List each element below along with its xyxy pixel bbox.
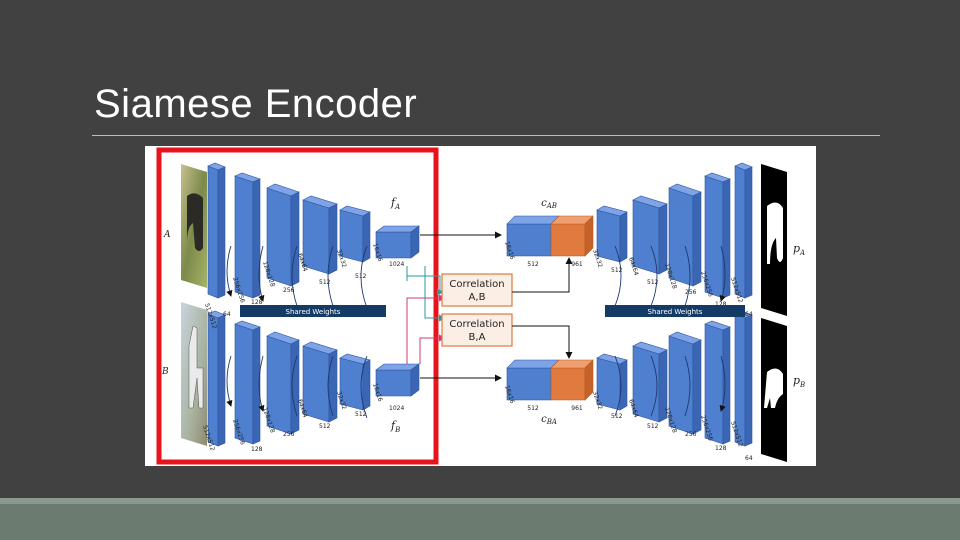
shared-weights-bar-left: Shared Weights bbox=[240, 305, 386, 317]
decoder-a-channel-labels: 512 512 256 128 64 bbox=[611, 267, 753, 318]
enc-b-ch-512b: 512 bbox=[355, 411, 367, 418]
encoder-b-channel-labels: 128 256 512 512 1024 bbox=[251, 405, 404, 453]
enc-a-ch-512a: 512 bbox=[319, 279, 331, 286]
correlation-ab-line1: Correlation bbox=[449, 279, 504, 290]
encoder-skip-arcs bbox=[226, 245, 368, 419]
correlation-box-ab: Correlation A,B bbox=[441, 273, 513, 307]
dec-b-ch-128: 128 bbox=[715, 445, 727, 452]
correlation-ba-line1: Correlation bbox=[449, 319, 504, 330]
corr-block-ba bbox=[506, 359, 594, 401]
enc-b-ch-1024: 1024 bbox=[389, 405, 404, 412]
enc-a-ch-512b: 512 bbox=[355, 273, 367, 280]
enc-b-ch-512a: 512 bbox=[319, 423, 331, 430]
output-mask-b bbox=[761, 318, 787, 462]
footer-band bbox=[0, 504, 960, 540]
shared-weights-bar-right: Shared Weights bbox=[605, 305, 745, 317]
output-label-pa: pA bbox=[793, 242, 805, 257]
output-label-pb: pB bbox=[793, 374, 805, 389]
decoder-b-channel-labels: 512 512 256 128 64 bbox=[611, 413, 753, 462]
feature-label-fb: fB bbox=[390, 419, 400, 434]
correlation-output-arrows bbox=[512, 257, 573, 359]
shared-weights-label-left: Shared Weights bbox=[286, 308, 341, 316]
input-label-a: A bbox=[163, 230, 171, 240]
corr-ba-ch-right: 961 bbox=[571, 405, 583, 412]
correlation-ba-line2: B,A bbox=[469, 332, 486, 343]
encoder-a-blocks bbox=[207, 162, 420, 299]
footer-divider bbox=[0, 498, 960, 504]
architecture-diagram: A B 64 128 256 512 512 1024 bbox=[156, 147, 805, 465]
dec-b-ch-512b: 512 bbox=[647, 423, 659, 430]
decoder-b-blocks bbox=[596, 310, 753, 447]
correlation-ab-line2: A,B bbox=[469, 292, 486, 303]
dec-b-ch-512a: 512 bbox=[611, 413, 623, 420]
dec-a-ch-128: 128 bbox=[715, 301, 727, 308]
enc-a-ch-1024: 1024 bbox=[389, 261, 404, 268]
dec-b-ch-64: 64 bbox=[745, 455, 753, 462]
corr-ab-ch-left: 512 bbox=[527, 261, 539, 268]
enc-a-ch-256: 256 bbox=[283, 287, 295, 294]
output-mask-a bbox=[761, 164, 787, 316]
enc-b-ch-128: 128 bbox=[251, 446, 263, 453]
dec-a-ch-512a: 512 bbox=[611, 267, 623, 274]
input-image-b bbox=[181, 302, 207, 446]
corr-block-ab bbox=[506, 215, 594, 257]
input-image-a bbox=[181, 164, 207, 288]
encoder-b-blocks bbox=[207, 310, 420, 447]
title-divider bbox=[92, 135, 880, 136]
decoder-skip-arcs bbox=[614, 245, 726, 417]
dec-a-ch-256: 256 bbox=[685, 289, 697, 296]
corr-label-cba: cBA bbox=[541, 414, 557, 426]
dec-a-ch-512b: 512 bbox=[647, 279, 659, 286]
encoder-a-channel-labels: 64 128 256 512 512 1024 bbox=[223, 261, 404, 318]
feature-label-fa: fA bbox=[390, 196, 400, 211]
input-label-b: B bbox=[161, 367, 169, 377]
slide-title: Siamese Encoder bbox=[94, 82, 418, 126]
feature-routing-lines bbox=[406, 231, 502, 382]
correlation-box-ba: Correlation B,A bbox=[441, 313, 513, 347]
dec-b-ch-256: 256 bbox=[685, 431, 697, 438]
encoder-highlight-box bbox=[156, 147, 439, 465]
enc-b-ch-256: 256 bbox=[283, 431, 295, 438]
enc-a-ch-64: 64 bbox=[223, 311, 231, 318]
shared-weights-label-right: Shared Weights bbox=[648, 308, 703, 316]
siamese-network-figure: A B 64 128 256 512 512 1024 bbox=[145, 146, 816, 466]
corr-ba-ch-left: 512 bbox=[527, 405, 539, 412]
corr-ab-ch-right: 961 bbox=[571, 261, 583, 268]
enc-a-ch-128: 128 bbox=[251, 299, 263, 306]
corr-label-cab: cAB bbox=[541, 198, 557, 210]
dec-a-ch-64: 64 bbox=[745, 311, 753, 318]
